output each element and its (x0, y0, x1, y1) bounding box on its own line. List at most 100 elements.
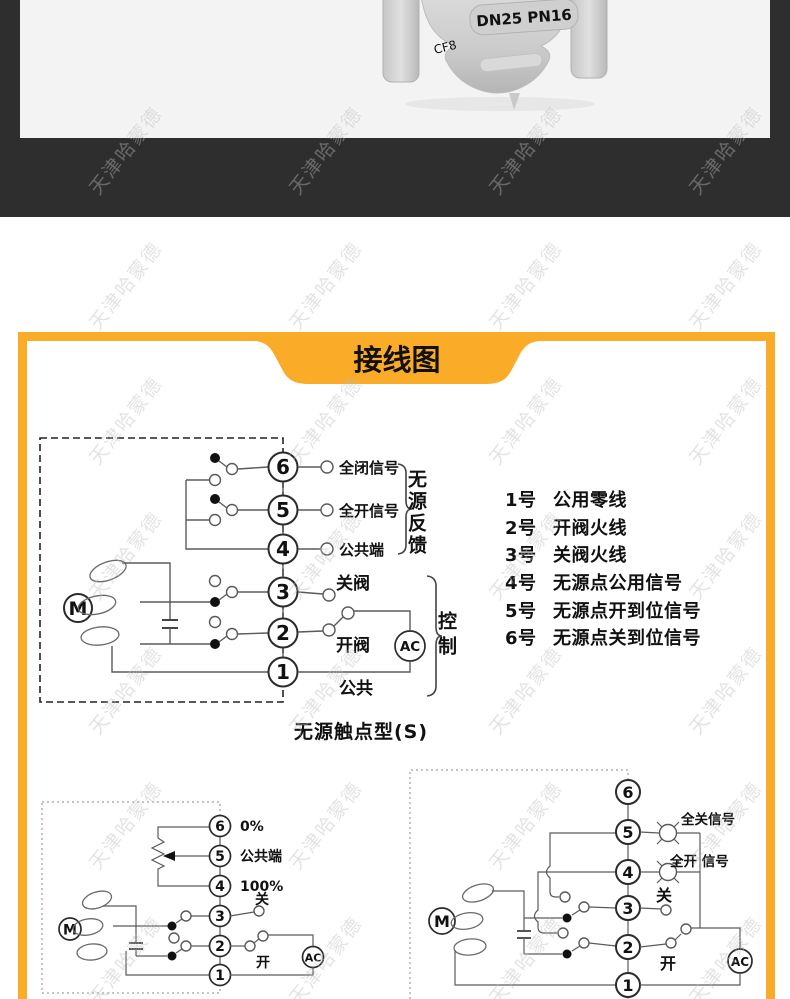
legend-row-4: 4号无源点公用信号 (505, 573, 683, 595)
wire-5-to-switch (545, 832, 616, 898)
terminal-4: 4 (615, 859, 641, 885)
legend-row-5: 5号无源点开到位信号 (505, 600, 701, 622)
motor-switch-2 (167, 940, 210, 961)
watermark: 天津哈蒙德 (685, 237, 768, 335)
label-close-valve: 关阀 (336, 573, 370, 594)
terminal-6: 6 (615, 779, 641, 805)
watermark: 天津哈蒙德 (485, 237, 568, 335)
svg-text:4: 4 (276, 537, 290, 561)
motor-assembly: M (63, 559, 268, 673)
svg-text:3: 3 (215, 909, 225, 925)
valve-boss (469, 0, 579, 36)
terminal-5: 5 (615, 819, 641, 845)
label-close: 关 (255, 891, 269, 908)
actuator-boundary-dashed (39, 437, 284, 703)
motor-switch-2 (208, 615, 269, 649)
panel-title-tab: 接线图 (252, 332, 542, 384)
svg-text:4: 4 (215, 879, 225, 895)
svg-text:6: 6 (276, 455, 290, 479)
panel-title: 接线图 (353, 343, 440, 377)
ac-source: AC (727, 948, 753, 974)
valve-photo: DN25 PN16 CF8 (382, 0, 608, 111)
svg-text:6: 6 (622, 783, 633, 802)
motor-switch-3 (208, 574, 268, 607)
motor-assembly: M (428, 883, 616, 986)
ac-label: AC (400, 639, 420, 655)
svg-text:2: 2 (215, 939, 225, 955)
ac-source: AC (301, 945, 325, 969)
actuator-boundary-dotted (41, 801, 221, 994)
label-open: 开 (256, 955, 270, 971)
diagram-potentiometer: M (41, 801, 325, 994)
watermark: 天津哈蒙德 (285, 237, 368, 335)
svg-text:1: 1 (276, 660, 290, 684)
label-common-terminal: 公共端 (339, 541, 384, 559)
diagram-caption: 无源触点型(S) (294, 721, 429, 743)
svg-text:3: 3 (276, 580, 290, 604)
actuator-boundary-dotted (409, 769, 629, 999)
capacitor-icon (517, 930, 531, 939)
open-contact (168, 932, 180, 944)
terminal-1: 1 (208, 963, 232, 987)
label-open-valve: 开阀 (336, 635, 370, 656)
legend-row-6: 6号无源点关到位信号 (505, 628, 701, 650)
motor-switch-3 (167, 910, 210, 931)
feedback-brace (397, 463, 413, 555)
terminal-legend: 1号公用零线 2号开阀火线 3号关阀火线 4号无源点公用信号 5号无源点开到位信… (505, 487, 701, 653)
label-full-close-signal: 全闭信号 (338, 459, 399, 477)
label-full-open-signal: 全开 信号 (669, 853, 729, 870)
terminal-4: 4 (208, 874, 232, 898)
capacitor-icon (162, 619, 178, 629)
photo-left-bar (0, 0, 20, 138)
ac-label: AC (731, 955, 749, 969)
motor-assembly: M (58, 890, 210, 976)
valve-material-text: CF8 (432, 38, 458, 57)
terminal-2: 2 (615, 934, 641, 960)
full-close-lamp-icon (639, 821, 700, 845)
motor-icon (428, 907, 456, 935)
motor-switch-3 (559, 891, 617, 923)
label-0-percent: 0% (240, 819, 264, 835)
motor-switch-2 (557, 927, 617, 959)
valve-tag (479, 52, 543, 73)
svg-text:6: 6 (215, 819, 225, 835)
wire-4-to-switch (533, 871, 616, 934)
terminal-5: 5 (267, 494, 299, 526)
terminal-4: 4 (267, 533, 299, 565)
legend-row-3: 3号关阀火线 (505, 545, 627, 567)
diagram-passive-contact: M (39, 437, 443, 703)
terminal-2: 2 (208, 934, 232, 958)
limit-switch-5 (186, 494, 268, 527)
terminal-5: 5 (208, 844, 232, 868)
svg-text:1: 1 (215, 968, 225, 984)
svg-text:1: 1 (622, 976, 633, 995)
label-common-terminal: 公共端 (240, 848, 282, 865)
label-common: 公共 (339, 679, 373, 699)
svg-text:3: 3 (622, 899, 633, 918)
motor-label: M (434, 912, 450, 931)
svg-text:5: 5 (622, 823, 633, 842)
label-full-close-signal: 全关信号 (680, 811, 735, 828)
label-control: 控制 (435, 611, 457, 661)
svg-text:2: 2 (276, 621, 290, 645)
valve-drip (509, 93, 520, 110)
potentiometer-icon (150, 826, 210, 887)
watermark: 天津哈蒙德 (85, 237, 168, 335)
photo-right-bar (770, 0, 790, 138)
label-close: 关 (656, 886, 672, 905)
control-brace (426, 575, 443, 697)
diagram-lamp-signal: M (409, 769, 753, 999)
terminal-3: 3 (208, 904, 232, 928)
product-photo-section: DN25 PN16 CF8 (0, 0, 790, 138)
limit-switch-6 (186, 453, 269, 487)
legend-row-2: 2号开阀火线 (505, 517, 627, 539)
capacitor-icon (129, 942, 143, 950)
ac-label: AC (305, 952, 322, 965)
valve-left-flange (382, 0, 420, 83)
terminal-2: 2 (267, 617, 299, 649)
terminal-3: 3 (267, 576, 299, 608)
label-passive-feedback: 无源反馈 (405, 469, 427, 557)
svg-text:4: 4 (622, 863, 633, 882)
valve-shadow (405, 97, 595, 111)
